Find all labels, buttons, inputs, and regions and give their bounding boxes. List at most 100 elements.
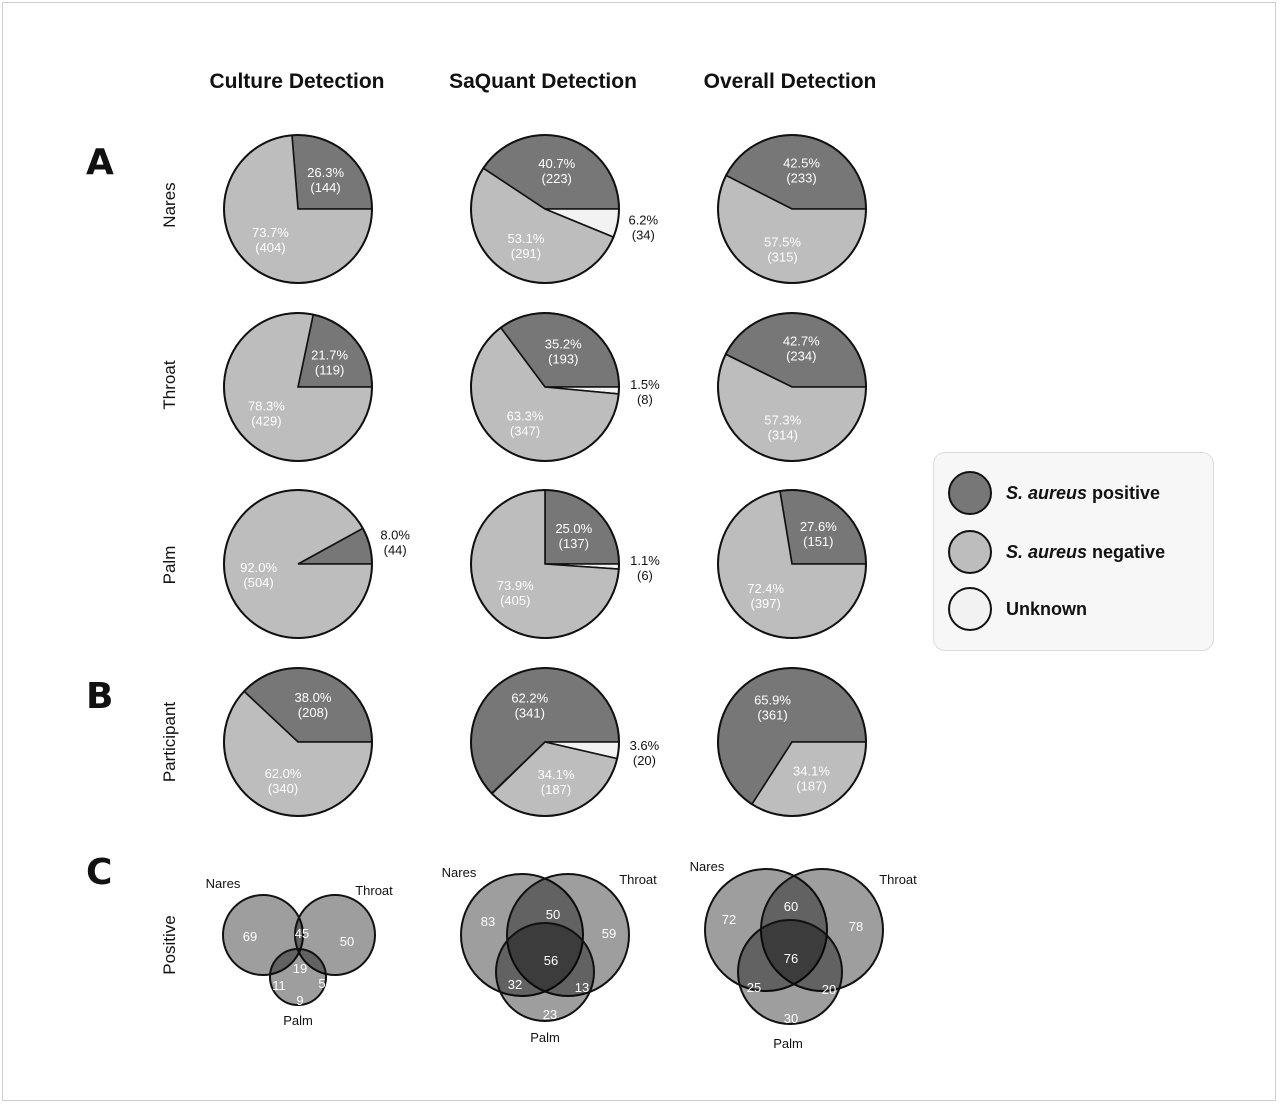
pie-outline (223, 134, 373, 284)
pie-label-count: (8) (637, 392, 653, 407)
venn-count-throat-only: 50 (340, 934, 354, 949)
pie-outline (717, 489, 867, 639)
pie-label-pct: 21.7% (311, 347, 348, 362)
pie-label-count: (429) (251, 414, 281, 429)
pie-label-pct: 53.1% (508, 231, 545, 246)
pie-label-pct: 25.0% (555, 521, 592, 536)
pie-label-pct: 38.0% (295, 690, 332, 705)
venn-count-throat-only: 78 (849, 919, 863, 934)
pie-saquant-detection-participant: 62.2%(341)3.6%(20)34.1%(187) (470, 667, 660, 817)
venn-count-throat-palm: 5 (318, 976, 325, 991)
legend-swatch-unknown (948, 587, 992, 631)
pie-label-count: (341) (515, 705, 545, 720)
venn-count-throat-only: 59 (602, 926, 616, 941)
venn-count-palm-only: 30 (784, 1011, 798, 1026)
pie-label-count: (223) (542, 171, 572, 186)
panel-letter-c: C (86, 852, 113, 893)
pie-overall-detection-throat: 42.7%(234) 57.3%(314) (717, 312, 867, 462)
venn-circle-nares (222, 894, 304, 976)
pie-label-count: (234) (786, 348, 816, 363)
venn-count-nares-palm: 32 (508, 977, 522, 992)
pie-label-pct: 62.2% (511, 690, 548, 705)
legend-label-negative-italic: S. aureus (1006, 541, 1088, 562)
legend-item-unknown: Unknown (948, 587, 1087, 631)
pie-label-pct: 42.7% (783, 333, 820, 348)
pie-label-count: (314) (768, 428, 798, 443)
pie-label-count: (397) (750, 596, 780, 611)
pie-label-count: (119) (315, 362, 344, 377)
pie-label-pct: 57.5% (764, 235, 801, 250)
pie-saquant-detection-nares: 40.7%(223)6.2%(34)53.1%(291) (470, 134, 659, 284)
venn-count-nares-only: 72 (722, 912, 736, 927)
pie-outline (717, 134, 867, 284)
pie-outline (470, 667, 620, 817)
venn-count-nares-palm: 25 (747, 980, 761, 995)
column-title-saquant: SaQuant Detection (449, 70, 637, 93)
pie-label-count: (504) (243, 575, 273, 590)
pie-label-count: (347) (510, 423, 540, 438)
pie-label-count: (315) (767, 250, 797, 265)
venn-count-all: 56 (544, 953, 558, 968)
legend-swatch-negative (948, 530, 992, 574)
pie-outline (717, 667, 867, 817)
pie-label-pct: 65.9% (754, 692, 791, 707)
venn-set-label-nares: Nares (442, 865, 477, 880)
venn-count-palm-only: 23 (543, 1007, 557, 1022)
venn-set-label-palm: Palm (773, 1036, 803, 1051)
pie-label-count: (404) (255, 240, 285, 255)
legend-label-negative: negative (1087, 541, 1166, 562)
pie-label-count: (151) (803, 534, 833, 549)
pie-outline (470, 489, 620, 639)
venn-count-nares-only: 69 (243, 929, 257, 944)
pie-label-count: (291) (511, 246, 541, 261)
pie-label-pct: 63.3% (507, 408, 544, 423)
pie-label-count: (233) (786, 170, 816, 185)
venn-count-palm-only: 9 (296, 993, 303, 1008)
pie-label-count: (187) (796, 779, 826, 794)
pie-label-pct: 57.3% (764, 413, 801, 428)
legend-label-positive-italic: S. aureus (1006, 482, 1088, 503)
venn-circle-throat (506, 873, 630, 997)
pie-label-pct: 72.4% (747, 581, 784, 596)
venn-circle-palm (495, 922, 595, 1022)
pie-culture-detection-throat: 21.7%(119) 78.3%(429) (223, 312, 373, 462)
pie-outline (223, 312, 373, 462)
panel-letter-b: B (86, 676, 114, 717)
pie-label-pct: 92.0% (240, 560, 277, 575)
venn-circle-nares (704, 868, 828, 992)
pie-culture-detection-palm: 8.0%(44) 92.0%(504) (223, 489, 410, 639)
pie-outline (470, 134, 620, 284)
venn-set-label-throat: Throat (355, 883, 393, 898)
pie-saquant-detection-palm: 25.0%(137)1.1%(6)73.9%(405) (470, 489, 660, 639)
pie-label-pct: 3.6% (630, 738, 660, 753)
pie-label-pct: 34.1% (793, 764, 830, 779)
pie-label-count: (193) (548, 352, 578, 367)
venn-count-throat-palm: 13 (575, 980, 589, 995)
pie-label-pct: 73.7% (252, 225, 289, 240)
pie-outline (717, 312, 867, 462)
pie-label-pct: 73.9% (497, 578, 534, 593)
pie-overall-detection-nares: 42.5%(233) 57.5%(315) (717, 134, 867, 284)
pie-label-count: (137) (559, 536, 589, 551)
pie-label-pct: 42.5% (783, 155, 820, 170)
venn-count-throat-palm: 20 (822, 982, 836, 997)
pie-label-count: (44) (384, 543, 407, 558)
venn-circle-palm (269, 948, 327, 1006)
legend-swatch-positive (948, 471, 992, 515)
pie-label-pct: 8.0% (380, 528, 410, 543)
pie-label-count: (361) (757, 707, 787, 722)
legend: S. aureus positive S. aureus negative Un… (933, 452, 1214, 651)
pie-label-pct: 62.0% (265, 766, 302, 781)
venn-set-label-throat: Throat (879, 872, 917, 887)
pie-label-count: (144) (310, 180, 340, 195)
venn-count-nares-throat: 60 (784, 899, 798, 914)
pie-label-pct: 78.3% (248, 399, 285, 414)
venn-count-nares-only: 83 (481, 914, 495, 929)
venn-count-nares-throat: 45 (295, 926, 309, 941)
pie-culture-detection-nares: 26.3%(144) 73.7%(404) (223, 134, 373, 284)
venn-set-label-nares: Nares (690, 859, 725, 874)
pie-label-pct: 26.3% (307, 165, 344, 180)
